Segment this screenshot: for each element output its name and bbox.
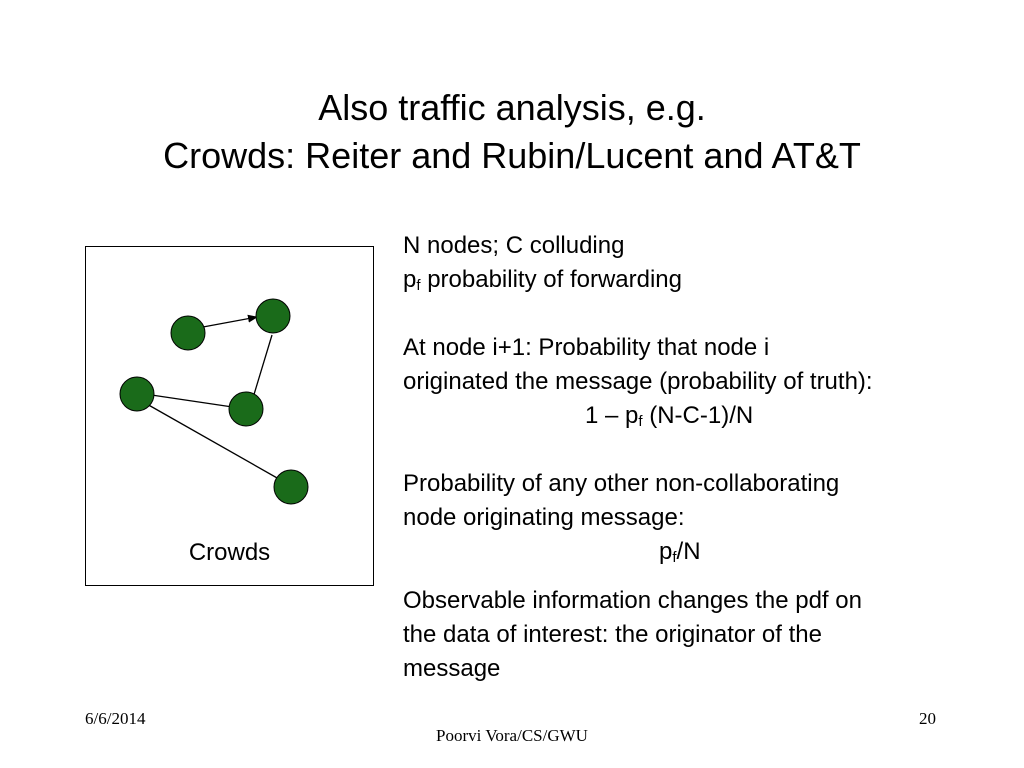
formula-other-b: /N [676,538,701,565]
title-line-1: Also traffic analysis, e.g. [318,87,706,128]
crowds-diagram [119,298,309,505]
body-line-9: message [403,655,501,682]
edge-1 [202,314,258,328]
slide-title: Also traffic analysis, e.g. Crowds: Reit… [0,84,1024,180]
node-3 [119,376,155,412]
node-5 [273,469,309,505]
pf-symbol: p [403,266,417,293]
body-line-8: the data of interest: the originator of … [403,621,822,648]
edge-4 [137,398,294,488]
slide-body: N nodes; C colluding pf probability of f… [403,229,1003,686]
footer-date: 6/6/2014 [85,709,146,728]
body-line-2: pf probability of forwarding [403,263,1003,297]
title-line-2: Crowds: Reiter and Rubin/Lucent and AT&T [163,135,861,176]
node-1 [170,315,206,351]
formula-truth-a: 1 – p [585,402,639,429]
node-4 [228,391,264,427]
footer-author: Poorvi Vora/CS/GWU [436,726,588,745]
figure-caption: Crowds [188,539,271,566]
crowds-figure: Crowds [85,246,374,586]
body-line-7: Observable information changes the pdf o… [403,587,862,614]
formula-other: pf/N [659,535,1003,569]
formula-other-a: p [659,538,673,565]
pf-subscript: f [416,277,421,294]
body-line-2-text: probability of forwarding [420,266,682,293]
body-line-1: N nodes; C colluding [403,232,625,259]
node-2 [255,298,291,334]
body-line-4: originated the message (probability of t… [403,368,873,395]
body-line-5: Probability of any other non-collaborati… [403,470,840,497]
formula-other-sub: f [672,549,677,566]
edge-3 [137,390,247,410]
body-line-3: At node i+1: Probability that node i [403,334,770,361]
formula-truth: 1 – pf (N-C-1)/N [585,399,1003,433]
footer-page-number: 20 [919,709,936,728]
body-line-6: node originating message: [403,504,685,531]
formula-truth-b: (N-C-1)/N [642,402,754,429]
formula-truth-sub: f [638,413,643,430]
